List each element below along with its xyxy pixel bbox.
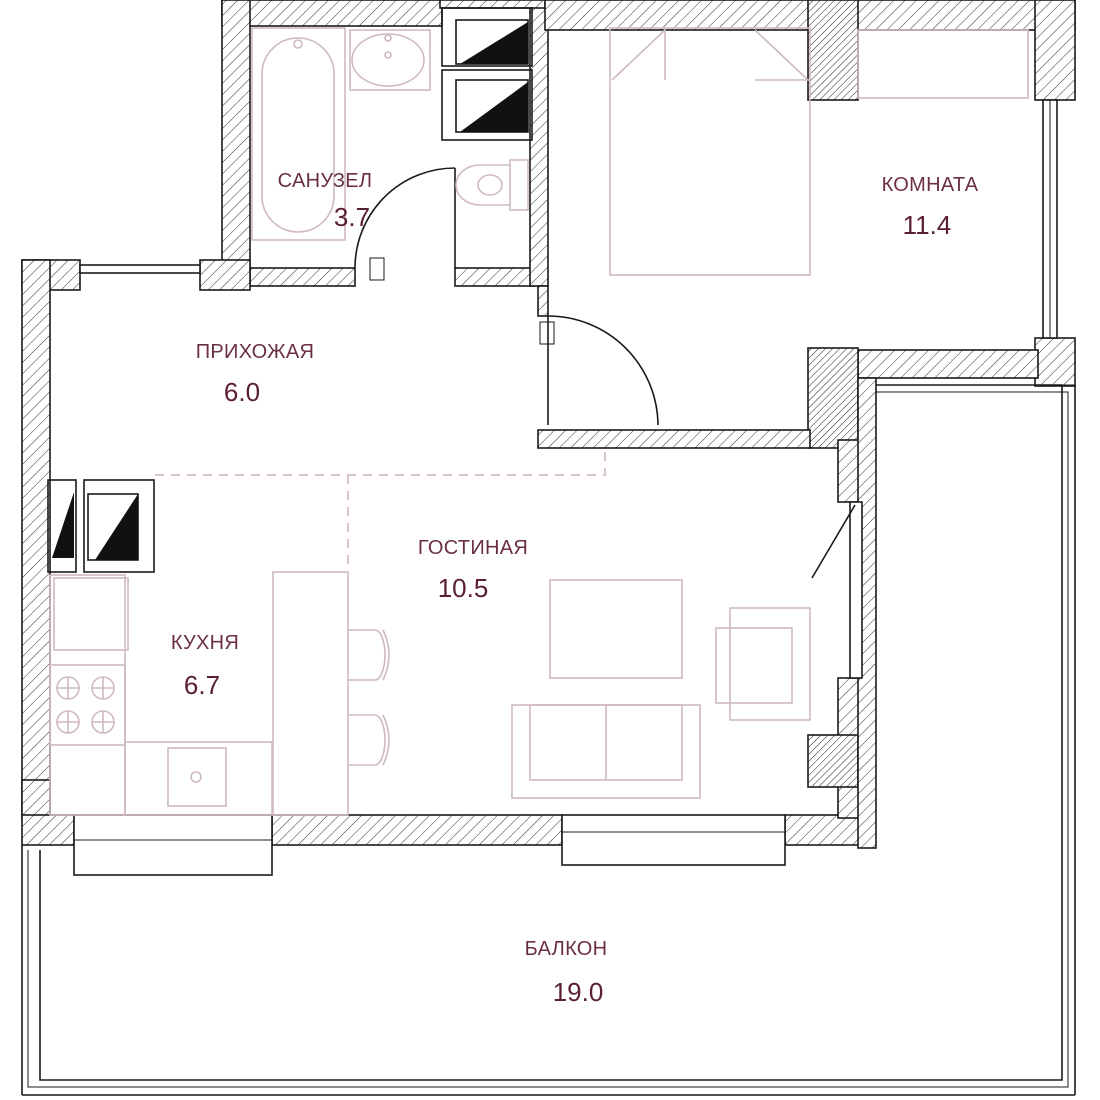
bathroom-area: 3.7: [334, 202, 370, 232]
hallway-area: 6.0: [224, 377, 260, 407]
living-furniture: [511, 579, 811, 799]
window-kitchen: [73, 814, 273, 876]
bedroom-area: 11.4: [903, 210, 952, 240]
sink: [349, 29, 431, 91]
wall-bottom-middle: [271, 814, 563, 846]
bathroom-name: САНУЗЕЛ: [278, 170, 373, 192]
wall-bedroom-bottom: [857, 349, 1039, 379]
wall-left-bottom: [21, 779, 51, 821]
wall-bedroom-living: [537, 429, 811, 449]
wall-bedroom-left-lower: [537, 285, 549, 317]
door-bathroom-swing: [354, 167, 456, 269]
walls: [21, 0, 1076, 849]
coffee-table: [549, 579, 683, 679]
wall-bedroom-column-top: [807, 0, 859, 101]
shaft-1: [441, 7, 533, 67]
wardrobe: [857, 29, 1029, 99]
wall-bath-bottom-right: [454, 267, 536, 287]
toilet-tank: [509, 159, 529, 211]
zone-dividers: [155, 448, 606, 570]
kitchen-counter: [49, 574, 126, 816]
shafts: [47, 7, 533, 573]
kitchen-furniture: [49, 571, 390, 816]
toilet-bowl: [455, 164, 510, 206]
shaft-2: [441, 69, 533, 141]
bar-stool-2: [348, 714, 386, 766]
fridge: [53, 577, 129, 651]
bed: [609, 27, 811, 276]
wall-bedroom-right-bottom: [1034, 337, 1076, 387]
balcony-area: 19.0: [553, 977, 604, 1007]
hallway-name: ПРИХОЖАЯ: [196, 341, 315, 363]
window-hall: [79, 264, 201, 274]
wall-left-top-stub: [199, 259, 251, 291]
room-labels: САНУЗЕЛ 3.7 КОМНАТА 11.4 ПРИХОЖАЯ 6.0 ГО…: [171, 170, 979, 1007]
kitchen-island: [272, 571, 349, 816]
door-bedroom-swing: [547, 315, 659, 426]
wall-bath-left: [221, 0, 251, 286]
bathroom-fixtures: [251, 27, 529, 241]
kitchen-name: КУХНЯ: [171, 632, 239, 654]
wall-bath-top: [221, 0, 443, 27]
kitchen-shaft-2: [83, 479, 155, 573]
stove: [49, 664, 126, 746]
bedroom-name: КОМНАТА: [882, 174, 979, 196]
living-name: ГОСТИНАЯ: [418, 537, 528, 559]
bathtub: [251, 27, 346, 241]
doors: [354, 167, 856, 579]
armchair: [729, 607, 811, 721]
wall-bottom-left: [21, 814, 75, 846]
wall-shaft-top: [439, 0, 546, 9]
wall-bedroom-right-top: [1034, 0, 1076, 101]
balcony-outline: [21, 384, 1076, 1096]
wall-bath-bottom-left: [249, 267, 356, 287]
bar-stool-1: [348, 629, 386, 681]
balcony-name: БАЛКОН: [525, 938, 608, 960]
balcony-door: [849, 501, 863, 679]
windows: [73, 99, 1058, 876]
kitchen-shaft-1: [47, 479, 77, 573]
bedroom-furniture: [609, 27, 1029, 276]
kitchen-area: 6.7: [184, 670, 220, 700]
wall-column-living: [807, 734, 859, 788]
wall-left: [21, 259, 51, 816]
living-area: 10.5: [438, 573, 489, 603]
wall-column-middle: [807, 347, 859, 449]
kitchen-sink: [167, 747, 227, 807]
sink-counter: [124, 741, 273, 816]
window-living: [561, 814, 786, 866]
door-balcony-leaf: [811, 504, 856, 579]
